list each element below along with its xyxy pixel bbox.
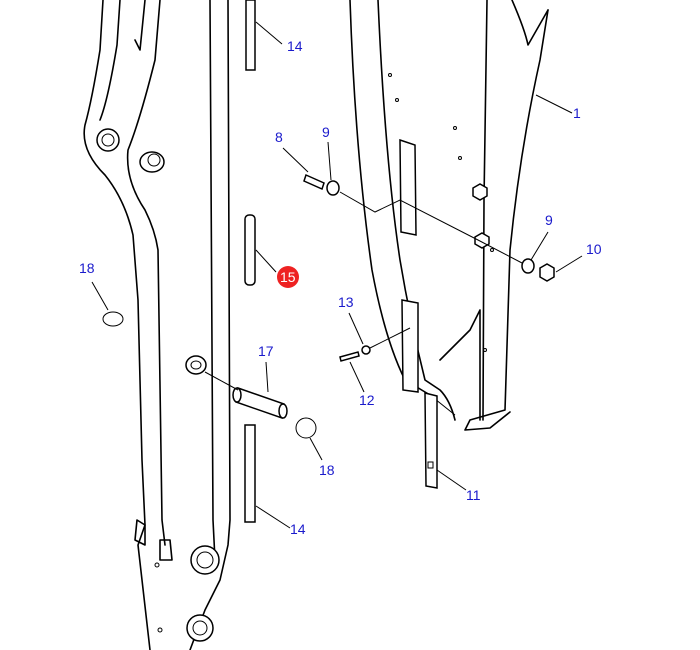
boom-assembly	[83, 0, 231, 650]
callout-9-right[interactable]: 9	[545, 212, 553, 228]
small-parts	[102, 0, 555, 523]
callout-1[interactable]: 1	[573, 105, 581, 121]
callout-15-highlighted[interactable]: 15	[277, 266, 299, 288]
arm-assembly	[349, 0, 549, 489]
callout-11[interactable]: 11	[466, 487, 481, 503]
callout-8[interactable]: 8	[275, 129, 283, 145]
callout-12[interactable]: 12	[359, 392, 375, 408]
callout-13[interactable]: 13	[338, 294, 354, 310]
callout-9-left[interactable]: 9	[322, 124, 330, 140]
callout-10[interactable]: 10	[586, 241, 602, 257]
callout-17[interactable]: 17	[258, 343, 274, 359]
leader-lines	[91, 21, 583, 529]
callout-18-left[interactable]: 18	[79, 260, 95, 276]
highlight-marker	[277, 266, 299, 288]
callout-15-text: 15	[280, 269, 296, 285]
callouts: 14 1 8 9 9 10 18 15 13 17 12 18 11 14	[79, 38, 602, 537]
callout-18-right[interactable]: 18	[319, 462, 335, 478]
callout-14-top[interactable]: 14	[287, 38, 303, 54]
callout-14-bottom[interactable]: 14	[290, 521, 306, 537]
